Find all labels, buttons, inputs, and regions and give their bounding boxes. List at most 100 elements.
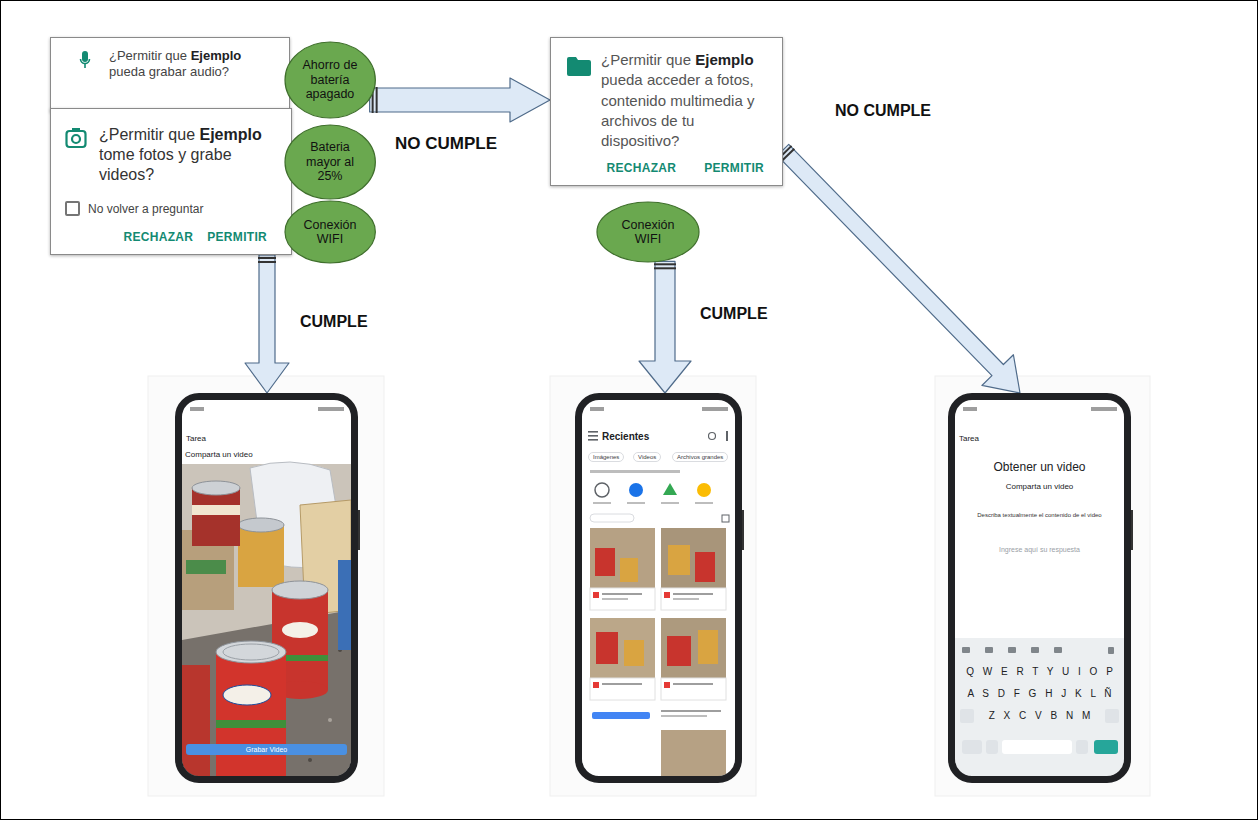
can-lid <box>192 481 240 495</box>
text-placeholder-line <box>602 683 642 685</box>
text-run: de <box>661 112 682 129</box>
text-run: fotos, <box>717 71 754 88</box>
can-lid <box>272 581 328 599</box>
text-placeholder-line <box>627 502 645 504</box>
text-run: acceder <box>647 71 705 88</box>
tile-caption <box>661 678 726 700</box>
arrow-tail-mark <box>376 87 378 113</box>
phone-screen: ImágenesVideosArchivos grandesRecientes <box>575 393 742 783</box>
screen-text: A S D F G H J K L Ñ <box>955 688 1124 700</box>
arrow-tail-mark <box>258 261 276 263</box>
status-bar-mark <box>190 407 204 411</box>
condition-ellipse: Conexión WIFI <box>596 201 700 263</box>
condition-ellipse: Bateria mayor al 25% <box>284 124 376 200</box>
text-run: grabar <box>149 64 190 79</box>
granite-speck <box>328 718 332 722</box>
tile-caption <box>590 678 655 700</box>
photo-tile <box>661 730 726 776</box>
condition-text: Bateria mayor al 25% <box>301 140 359 183</box>
photo-tile <box>590 528 655 588</box>
text-run: ¿Permitir <box>601 51 666 68</box>
checkbox-row: No volver a preguntar <box>65 201 275 216</box>
period-key <box>1076 740 1088 754</box>
text-run: archivos <box>601 112 661 129</box>
dialog-buttons: RECHAZAR PERMITIR <box>65 230 275 244</box>
condition-ellipse: Ahorro de batería apagado <box>284 41 376 119</box>
can-logo <box>223 685 271 705</box>
text-placeholder-line <box>602 598 628 600</box>
dialog-text: ¿Permitir que Ejemplo tome fotos y grabe… <box>99 125 275 185</box>
comma-key <box>986 740 998 754</box>
status-bar-mark <box>702 407 728 411</box>
chip-text: Archivos grandes <box>677 454 723 460</box>
text-run: tu <box>682 112 695 129</box>
arrow-tail-mark <box>258 257 276 259</box>
text-placeholder-line <box>593 502 611 504</box>
dialog-text: ¿Permitir que Ejemplo pueda acceder a fo… <box>601 50 770 151</box>
text-run: a <box>704 71 717 88</box>
file-type-icon <box>593 592 599 598</box>
dialog-text: RECHAZAR <box>607 161 677 175</box>
search-icon <box>709 433 716 440</box>
keyboard-tool-icon <box>1031 647 1039 653</box>
status-bar-mark <box>318 407 344 411</box>
icon-part <box>67 131 86 147</box>
phone-three-screen <box>955 400 1124 776</box>
status-bar-mark <box>1091 407 1117 411</box>
keyboard-tool-icon <box>962 647 970 653</box>
dialog-text: RECHAZAR <box>124 230 194 244</box>
food-box-label <box>186 560 226 574</box>
tile-can <box>624 640 644 666</box>
photo-tile <box>590 618 655 678</box>
phone-one-screen <box>182 400 351 776</box>
tile-can <box>596 632 618 664</box>
filter-chip: Archivos grandes <box>672 452 728 462</box>
text-run: pueda <box>601 71 647 88</box>
screen-text: Tarea <box>186 434 206 444</box>
menu-icon-bar <box>588 439 598 441</box>
ellipse-shape <box>285 125 375 199</box>
dialog-buttons: RECHAZAR PERMITIR <box>567 161 770 175</box>
dialog-text: PERMITIR <box>207 230 267 244</box>
can-band <box>192 505 240 515</box>
arrow-tail-mark <box>781 149 794 162</box>
tile-can <box>668 545 690 575</box>
text-run: grabe <box>191 146 232 163</box>
filter-chip: Videos <box>633 452 661 462</box>
folder-icon <box>567 56 591 76</box>
status-bar-mark <box>590 407 604 411</box>
screen-text: Ingrese aquí su respuesta <box>955 546 1124 554</box>
text-run: pueda <box>109 64 149 79</box>
text-placeholder-line <box>673 598 699 600</box>
screenshot-panel <box>550 376 756 796</box>
filter-chip: Imágenes <box>588 452 624 462</box>
icon-part <box>81 59 90 63</box>
can-body <box>192 488 240 546</box>
dialog-header: ¿Permitir que Ejemplo pueda acceder a fo… <box>567 50 770 151</box>
icon-part <box>72 128 80 132</box>
screen-text: Describa textualmente el contenido de el… <box>961 512 1118 519</box>
dialog-text: PERMITIR <box>704 161 764 175</box>
symbols-key <box>962 740 982 754</box>
tile-can <box>695 552 715 582</box>
tile-can <box>620 558 638 582</box>
permission-dialog: ¿Permitir que Ejemplo tome fotos y grabe… <box>50 108 292 255</box>
screen-text: Obtener un video <box>955 460 1124 474</box>
icon-part <box>72 135 80 143</box>
screenshot-panel <box>148 376 384 796</box>
condition-text: Ahorro de batería apagado <box>301 58 359 101</box>
text-run: fotos <box>139 146 178 163</box>
text-run: que <box>168 126 199 143</box>
text-run: contenido <box>601 92 670 109</box>
menu-icon-bar <box>588 431 598 433</box>
tile-can <box>595 548 615 576</box>
text-run: tome <box>99 146 139 163</box>
dialog-header: ¿Permitir que Ejemplo tome fotos y grabe… <box>65 125 275 185</box>
file-type-icon <box>593 682 599 688</box>
arrow-tail-mark <box>654 267 676 269</box>
keyboard-tool-icon <box>1008 647 1016 653</box>
overflow-icon <box>726 431 728 441</box>
dialog-header: ¿Permitir que Ejemplo pueda grabar audio… <box>79 48 273 81</box>
enter-key <box>1094 740 1118 754</box>
